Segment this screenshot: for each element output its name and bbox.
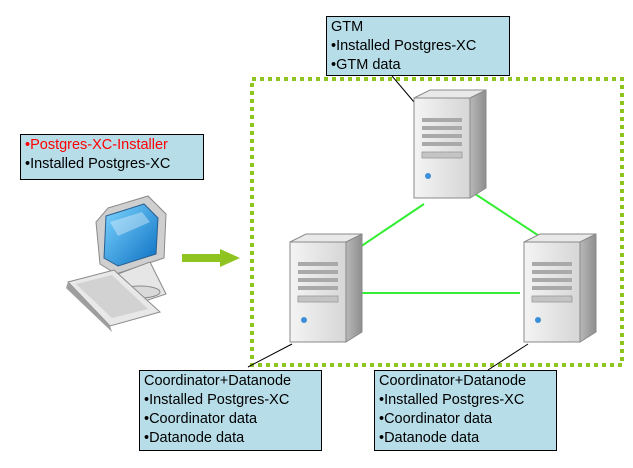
- right-node-datanode-data-label: Datanode data: [379, 429, 551, 448]
- right-node-callout: Coordinator+Datanode Installed Postgres-…: [374, 370, 557, 451]
- right-node-title: Coordinator+Datanode: [379, 373, 527, 389]
- left-node-datanode-data-label: Datanode data: [144, 429, 316, 448]
- left-node-callout: Coordinator+Datanode Installed Postgres-…: [139, 370, 322, 451]
- transfer-arrow-icon: [182, 249, 240, 267]
- gtm-installed-label: Installed Postgres-XC: [331, 37, 504, 56]
- installer-installed-label: Installed Postgres-XC: [25, 155, 198, 174]
- right-node-leader-line: [487, 343, 529, 371]
- installer-tool-label: Postgres-XC-Installer: [25, 136, 198, 155]
- coordinator-datanode-right-server-icon: [523, 233, 597, 343]
- coordinator-datanode-left-server-icon: [289, 233, 363, 343]
- right-node-installed-label: Installed Postgres-XC: [379, 391, 551, 410]
- installer-callout: Postgres-XC-Installer Installed Postgres…: [20, 134, 204, 180]
- gtm-leader-line: [391, 75, 415, 103]
- client-computer-icon: [66, 195, 167, 332]
- cluster-boundary: [250, 77, 624, 367]
- gtm-data-label: GTM data: [331, 56, 504, 75]
- left-node-leader-line: [247, 343, 293, 368]
- right-node-coordinator-data-label: Coordinator data: [379, 410, 551, 429]
- gtm-callout: GTM Installed Postgres-XC GTM data: [326, 16, 510, 76]
- connector-gtm-left: [359, 203, 425, 248]
- left-node-coordinator-data-label: Coordinator data: [144, 410, 316, 429]
- left-node-title: Coordinator+Datanode: [144, 373, 292, 389]
- left-node-installed-label: Installed Postgres-XC: [144, 391, 316, 410]
- gtm-server-icon: [413, 89, 487, 199]
- gtm-title: GTM: [331, 19, 364, 35]
